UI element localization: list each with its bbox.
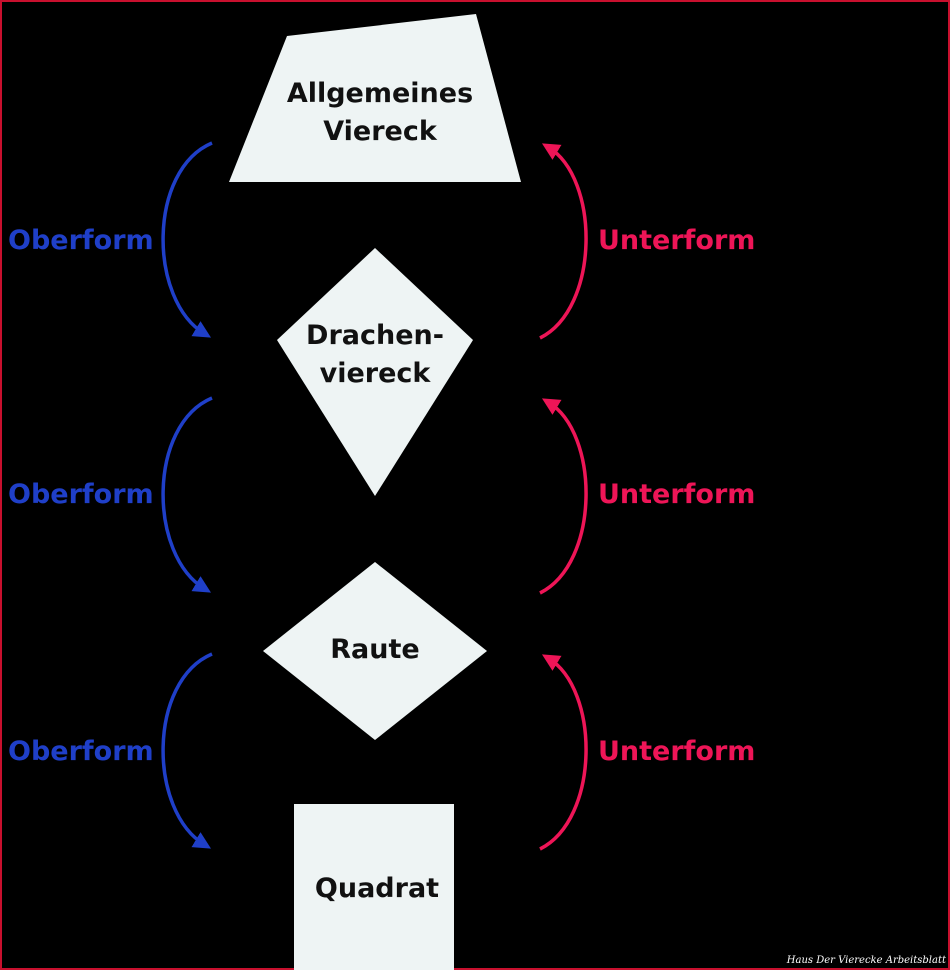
oberform-label: Oberform <box>8 225 154 256</box>
rhombus-label: Raute <box>330 634 419 665</box>
rhombus-shape <box>263 562 487 740</box>
square-label: Quadrat <box>315 873 439 904</box>
general-quadrilateral-shape <box>229 14 521 182</box>
unterform-arrow <box>539 654 588 851</box>
kite-shape <box>277 248 473 496</box>
unterform-arrow <box>539 398 588 595</box>
oberform-arrow <box>161 141 213 338</box>
square-shape <box>294 804 454 970</box>
watermark-text: Haus Der Vierecke Arbeitsblatt <box>786 955 946 966</box>
unterform-arrow <box>539 143 588 340</box>
unterform-label: Unterform <box>598 225 755 256</box>
unterform-label: Unterform <box>598 736 755 767</box>
kite-label-line1: Drachen- <box>306 320 444 351</box>
oberform-label: Oberform <box>8 479 154 510</box>
unterform-label: Unterform <box>598 479 755 510</box>
kite-label-line2: viereck <box>320 358 432 389</box>
oberform-arrow <box>161 396 213 593</box>
oberform-label: Oberform <box>8 736 154 767</box>
general-quadrilateral-label-line2: Viereck <box>323 116 438 147</box>
oberform-arrow <box>161 652 213 849</box>
general-quadrilateral-label-line1: Allgemeines <box>287 78 473 109</box>
